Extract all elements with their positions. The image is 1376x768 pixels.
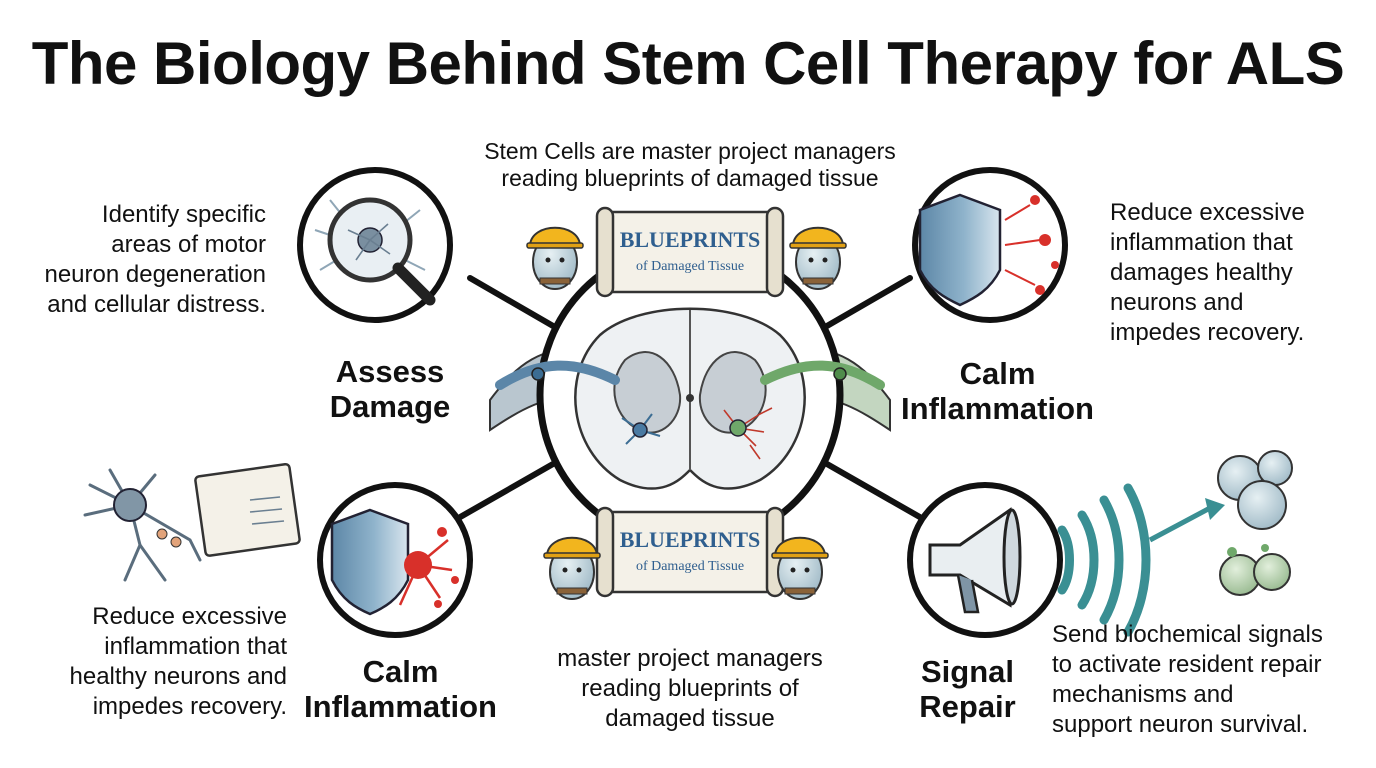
label-line: Calm <box>362 654 439 689</box>
blueprint-bottom-title: BLUEPRINTS <box>620 527 761 552</box>
bottom-caption: master project managers reading blueprin… <box>520 644 860 734</box>
repair-cells-icon <box>1217 450 1293 596</box>
calm-top-text-line: impedes recovery. <box>1110 319 1305 346</box>
assess-damage-label: Assess Damage <box>310 354 470 424</box>
top-caption-line: reading blueprints of damaged tissue <box>501 165 879 191</box>
bottom-caption-line: master project managers <box>557 645 823 672</box>
calm-bottom-text-line: healthy neurons and <box>69 663 288 690</box>
hardhat-worker-icon <box>526 226 584 290</box>
hardhat-worker-icon <box>771 536 829 600</box>
label-line: Repair <box>919 689 1016 724</box>
page-title: The Biology Behind Stem Cell Therapy for… <box>31 30 1345 97</box>
blueprint-scroll-bottom: BLUEPRINTS of Damaged Tissue <box>595 506 785 598</box>
blueprint-top-title: BLUEPRINTS <box>620 227 761 252</box>
calm-top-text-line: damages healthy <box>1110 259 1293 286</box>
signal-repair-label: Signal Repair <box>895 654 1040 724</box>
label-line: Signal <box>920 654 1014 689</box>
label-line: Calm <box>959 356 1036 391</box>
calm-inflammation-bottom-label: Calm Inflammation <box>298 654 503 724</box>
signal-text-line: to activate resident repair <box>1052 651 1322 678</box>
label-line: Assess <box>335 354 445 389</box>
signal-repair-icon <box>907 482 1225 638</box>
calm-inflammation-top-label: Calm Inflammation <box>895 356 1100 426</box>
calm-top-description: Reduce excessive inflammation that damag… <box>1110 198 1360 348</box>
top-caption: Stem Cells are master project managers r… <box>440 138 940 192</box>
calm-bottom-text-line: impedes recovery. <box>92 693 287 720</box>
calm-bottom-text-line: inflammation that <box>104 633 287 660</box>
signal-text-line: support neuron survival. <box>1052 711 1309 738</box>
connector-lines <box>452 275 928 523</box>
calm-top-text-line: neurons and <box>1110 289 1244 316</box>
calm-top-text-line: inflammation that <box>1110 229 1293 256</box>
label-line: Inflammation <box>901 391 1094 426</box>
assess-damage-icon <box>297 167 453 323</box>
assess-description: Identify specific areas of motor neuron … <box>20 200 266 320</box>
bottom-caption-line: reading blueprints of <box>581 675 799 702</box>
assess-text-line: areas of motor <box>111 231 266 258</box>
calm-top-text-line: Reduce excessive <box>1110 199 1305 226</box>
signal-description: Send biochemical signals to activate res… <box>1052 620 1362 740</box>
hardhat-worker-icon <box>543 536 601 600</box>
assess-text-line: and cellular distress. <box>47 291 266 318</box>
blueprint-top-subtitle: of Damaged Tissue <box>636 259 744 274</box>
neuron-blueprint-icon <box>83 462 301 582</box>
blueprint-bottom-subtitle: of Damaged Tissue <box>636 559 744 574</box>
bottom-caption-line: damaged tissue <box>605 705 775 732</box>
hardhat-worker-icon <box>789 226 847 290</box>
assess-text-line: neuron degeneration <box>44 261 266 288</box>
label-line: Damage <box>329 389 451 424</box>
label-line: Inflammation <box>304 689 497 724</box>
assess-text-line: Identify specific <box>101 201 266 228</box>
signal-text-line: mechanisms and <box>1052 681 1234 708</box>
blueprint-scroll-top: BLUEPRINTS of Damaged Tissue <box>595 206 785 298</box>
top-caption-line: Stem Cells are master project managers <box>484 138 896 164</box>
signal-text-line: Send biochemical signals <box>1052 621 1323 648</box>
calm-inflammation-top-icon <box>912 167 1068 323</box>
calm-bottom-description: Reduce excessive inflammation that healt… <box>20 602 288 722</box>
calm-inflammation-bottom-icon <box>317 482 473 638</box>
calm-bottom-text-line: Reduce excessive <box>92 603 287 630</box>
